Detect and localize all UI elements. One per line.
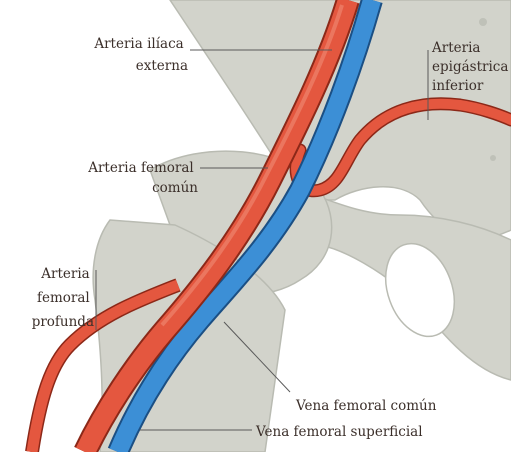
label-arteria-femoral-profunda-line1: Arteria bbox=[40, 266, 89, 282]
label-arteria-femoral-profunda: Arteria femoral profunda bbox=[32, 266, 94, 330]
label-arteria-iliaca-externa-line2: externa bbox=[136, 58, 188, 74]
label-arteria-femoral-profunda-line2: femoral bbox=[37, 290, 90, 306]
label-vena-femoral-superficial: Vena femoral superficial bbox=[255, 424, 423, 440]
label-arteria-iliaca-externa-line1: Arteria ilíaca bbox=[93, 36, 183, 52]
label-arteria-femoral-comun-line1: Arteria femoral bbox=[87, 160, 193, 176]
bone-mark-2 bbox=[490, 155, 496, 161]
label-arteria-femoral-comun-line2: común bbox=[152, 180, 198, 196]
label-arteria-iliaca-externa: Arteria ilíaca externa bbox=[93, 36, 188, 74]
label-vena-femoral-comun: Vena femoral común bbox=[295, 398, 437, 414]
label-arteria-epigastrica-inferior-line1: Arteria bbox=[431, 40, 480, 56]
label-arteria-epigastrica-inferior-line3: inferior bbox=[432, 78, 484, 94]
bone-mark-1 bbox=[479, 18, 487, 26]
label-arteria-epigastrica-inferior-line2: epigástrica bbox=[432, 59, 508, 75]
label-arteria-femoral-profunda-line3: profunda bbox=[32, 314, 94, 330]
